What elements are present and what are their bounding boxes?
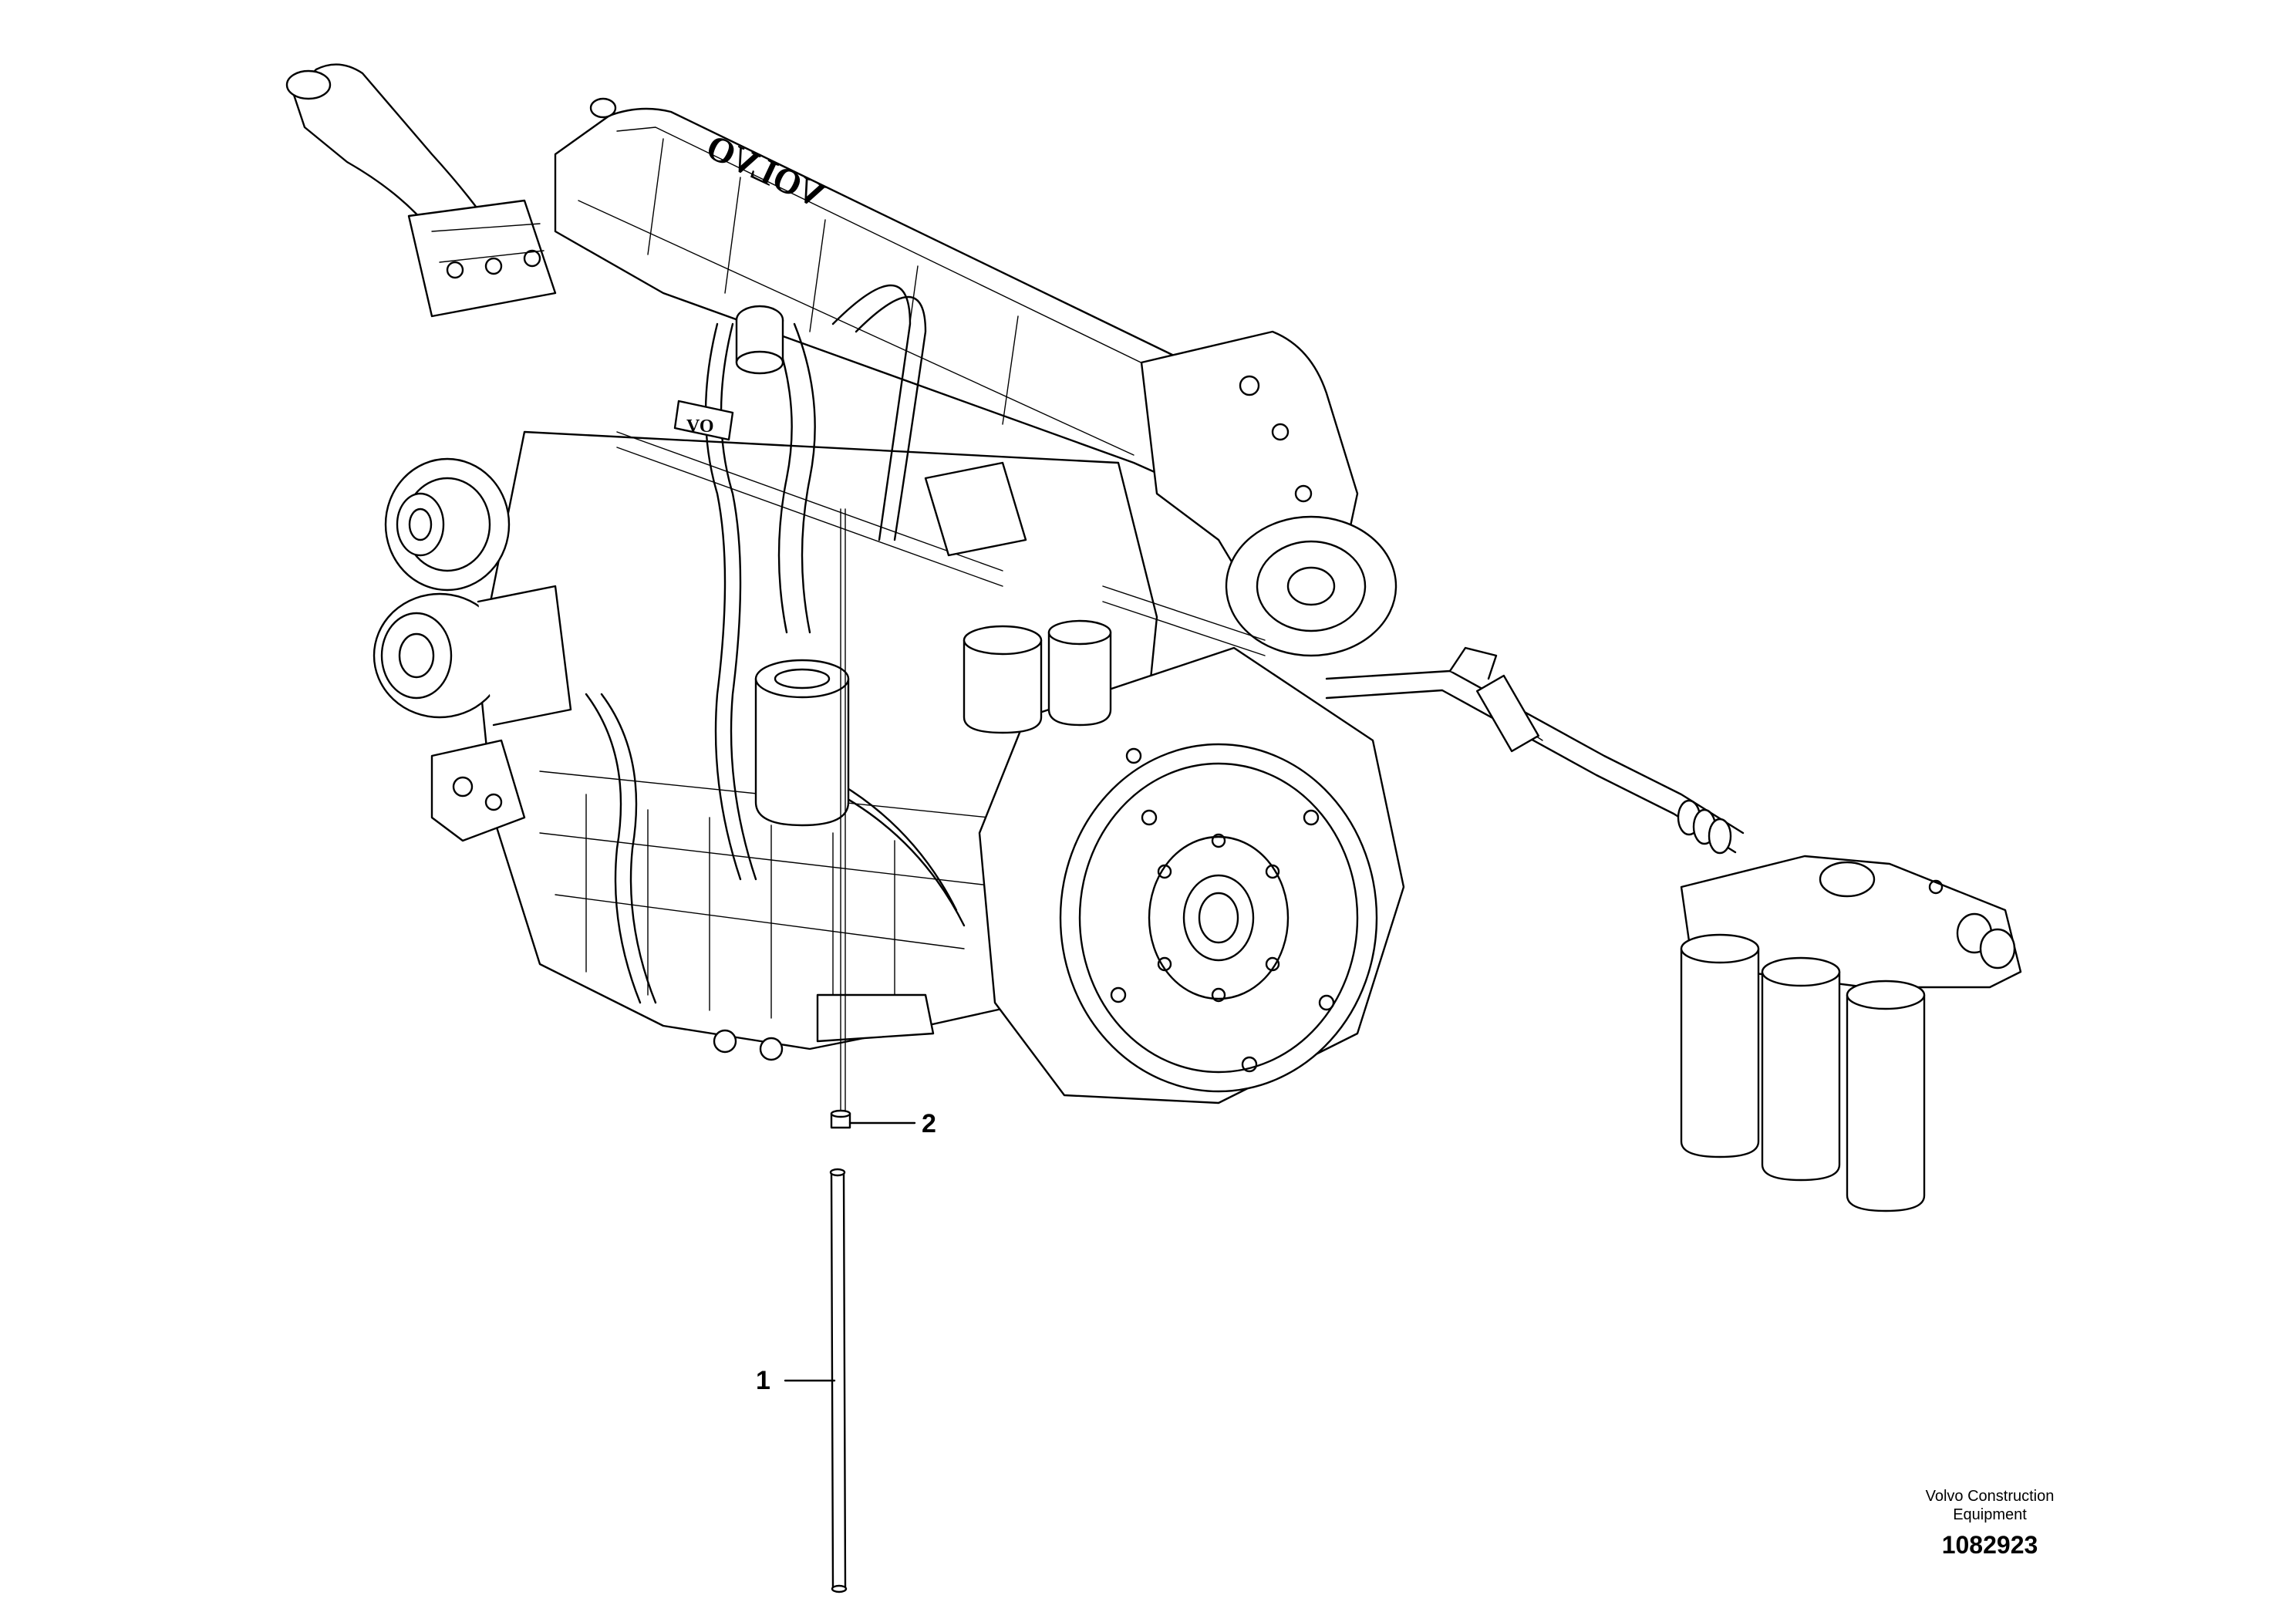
engine-plate-text: VO <box>686 416 714 437</box>
figure-footer: Volvo Construction Equipment 1082923 <box>1774 1487 2206 1560</box>
engine-mount <box>430 739 526 842</box>
valve-cover: VOLVO <box>554 97 1251 495</box>
dipstick-guide-housing <box>754 659 850 827</box>
air-intake-pipe <box>285 63 557 318</box>
ac-compressor <box>373 585 572 727</box>
fuel-filter-canister-3 <box>1846 980 1926 1212</box>
fuel-filter-canister-2 <box>1761 956 1841 1182</box>
oil-filler <box>735 305 784 375</box>
fuel-filter-assembly <box>1680 855 2022 989</box>
callout-label-1: 1 <box>756 1366 770 1395</box>
engine-pipes <box>585 284 1266 1004</box>
figure-number: 1082923 <box>1941 1531 2038 1559</box>
fuel-filter-canister-1 <box>1680 933 1760 1158</box>
injector-assemblies <box>924 461 1112 734</box>
callout-label-2: 2 <box>922 1109 936 1138</box>
engine-plate: VO <box>673 400 734 441</box>
dipstick <box>829 508 848 1593</box>
fuel-line <box>1325 646 1745 855</box>
turbocharger <box>1225 515 1397 657</box>
alternator <box>384 457 511 592</box>
dipstick-clip <box>830 1109 851 1129</box>
flywheel-housing <box>978 646 1405 1104</box>
company-name: Volvo Construction Equipment <box>1925 1488 2055 1523</box>
